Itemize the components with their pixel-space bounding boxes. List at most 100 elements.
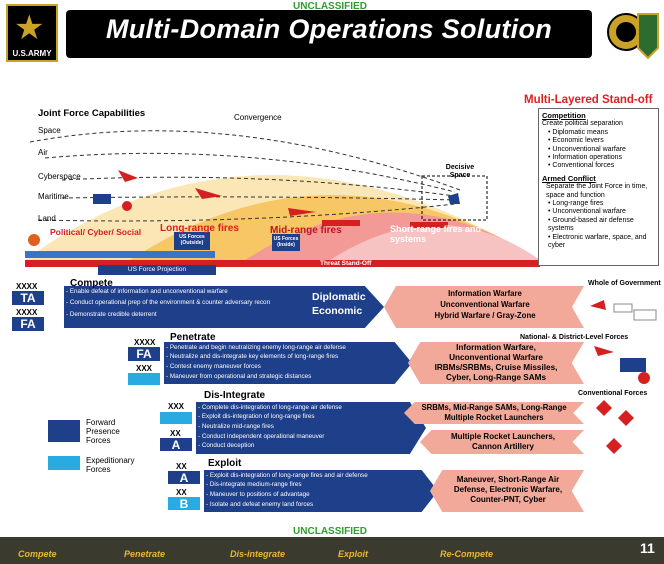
- disintegrate-bullet-5: - Conduct deception: [198, 442, 255, 449]
- zone-mid-range: Mid-range fires: [270, 225, 342, 236]
- list-item: Electronic warfare, space, and cyber: [548, 234, 655, 251]
- us-forces-inside: US Forces (Inside): [273, 236, 299, 248]
- compete-bullet-3: - Demonstrate credible deterrent: [66, 311, 157, 318]
- footer-bar: [0, 537, 664, 564]
- penetrate-bullet-4: - Maneuver from operational and strategi…: [166, 373, 312, 380]
- exploit-threat-1: Maneuver, Short-Range Air: [456, 475, 560, 484]
- domain-cyberspace: Cyberspace: [38, 172, 81, 181]
- zone-short-range: Short-range fires and systems: [390, 224, 482, 244]
- us-force-projection: US Force Projection: [98, 265, 216, 275]
- exploit-echelon-2: XX: [176, 488, 187, 497]
- title-bar: [66, 10, 592, 58]
- disintegrate-echelon-2: XX: [170, 429, 181, 438]
- standoff-box: Competition Create political separation …: [538, 108, 659, 266]
- joint-force-title: Joint Force Capabilities: [38, 108, 146, 119]
- page-number: 11: [640, 540, 655, 556]
- exploit-unit-b: B: [168, 497, 200, 511]
- exploit-echelon-1: XX: [176, 462, 187, 471]
- list-item: Ground-based air defense systems: [548, 217, 655, 234]
- disintegrate-bullet-2: - Exploit dis-integration of long-range …: [198, 413, 315, 420]
- list-item: Economic levers: [548, 137, 655, 145]
- armed-conflict-intro: Separate the Joint Force in time, space …: [546, 183, 648, 199]
- disintegrate-title: Dis-Integrate: [204, 390, 266, 401]
- national-district-forces: National- & District-Level Forces: [520, 334, 629, 341]
- disintegrate-threat-2a: Multiple Rocket Launchers,: [450, 432, 556, 441]
- list-item: Conventional forces: [548, 162, 655, 170]
- disintegrate-bullet-4: - Conduct independent operational maneuv…: [198, 433, 325, 440]
- enemy-forces-icons: [590, 300, 657, 454]
- whole-of-government: Whole of Government: [588, 280, 661, 287]
- disintegrate-unit-exped: [160, 412, 192, 424]
- penetrate-unit-exped: [128, 373, 160, 385]
- threat-standoff-label: Threat Stand-Off: [320, 260, 372, 267]
- exploit-threat-2: Defense, Electronic Warfare,: [453, 485, 563, 494]
- compete-unit-ta: TA: [12, 291, 44, 305]
- classification-bottom: UNCLASSIFIED: [260, 526, 400, 537]
- competition-heading: Competition: [542, 111, 586, 120]
- domain-land: Land: [38, 214, 56, 223]
- compete-bullet-1: - Enable defeat of information and uncon…: [66, 288, 228, 295]
- disintegrate-panel: [196, 402, 426, 454]
- compete-unit-fa: FA: [12, 317, 44, 331]
- army-logo: ★ U.S.ARMY: [6, 4, 58, 62]
- exploit-title: Exploit: [208, 458, 242, 469]
- armed-conflict-list: Long-range fires Unconventional warfare …: [542, 200, 655, 250]
- penetrate-threat-panel: [408, 342, 584, 384]
- multi-layered-title: Multi-Layered Stand-off: [524, 94, 653, 106]
- list-item: Unconventional warfare: [548, 208, 655, 216]
- zone-long-range: Long-range fires: [160, 223, 239, 234]
- conventional-forces: Conventional Forces: [578, 390, 648, 397]
- legend-exped-label: Expeditionary Forces: [86, 456, 135, 474]
- exploit-panel: [204, 470, 438, 512]
- penetrate-unit-fa: FA: [128, 347, 160, 361]
- compete-economic: Economic: [312, 305, 363, 317]
- exploit-threat-panel: [430, 470, 584, 512]
- us-forces-outside: US Forces (Outside): [179, 234, 205, 246]
- compete-diplomatic: Diplomatic: [312, 291, 366, 303]
- footer-label-disintegrate: Dis-integrate: [230, 549, 286, 559]
- list-item: Long-range fires: [548, 200, 655, 208]
- exploit-unit-a: A: [168, 471, 200, 485]
- compete-title: Compete: [70, 278, 113, 289]
- star-icon: ★: [14, 9, 45, 47]
- disintegrate-echelon-1: XXX: [168, 402, 185, 411]
- domain-air: Air: [38, 148, 48, 157]
- penetrate-echelon-2: XXX: [136, 364, 153, 373]
- list-item: Information operations: [548, 154, 655, 162]
- penetrate-bullet-2: - Neutralize and dis-integrate key eleme…: [166, 353, 339, 360]
- compete-threat-panel: [384, 286, 584, 328]
- footer-label-recompete: Re-Compete: [440, 549, 494, 559]
- disintegrate-threat-panel-2: [420, 430, 584, 454]
- compete-echelon-2: XXXX: [16, 308, 38, 317]
- penetrate-threat-3: IRBMs/SRBMs, Cruise Missiles,: [434, 363, 558, 372]
- classification-top: UNCLASSIFIED: [293, 1, 367, 12]
- penetrate-bullet-1: - Penetrate and begin neutralizing enemy…: [166, 344, 346, 351]
- disintegrate-threat-panel-1: [404, 402, 584, 424]
- penetrate-threat-4: Cyber, Long-Range SAMs: [445, 373, 547, 382]
- footer-label-compete: Compete: [18, 549, 57, 559]
- disintegrate-bullet-1: - Complete dis-integration of long-range…: [198, 404, 342, 411]
- exploit-bullet-2: - Dis-integrate medium-range fires: [206, 481, 302, 488]
- penetrate-panel: [164, 342, 412, 384]
- compete-threat-1: Information Warfare: [448, 289, 522, 298]
- compete-panel: [64, 286, 384, 328]
- army-logo-text: U.S.ARMY: [12, 49, 52, 58]
- convergence-label: Convergence: [234, 113, 282, 122]
- penetrate-title: Penetrate: [170, 332, 216, 343]
- domain-space: Space: [38, 126, 61, 135]
- compete-echelon-1: XXXX: [16, 282, 38, 291]
- legend-forward-swatch: [48, 420, 80, 442]
- penetrate-echelon-1: XXXX: [134, 338, 156, 347]
- disintegrate-threat-1a: SRBMs, Mid-Range SAMs, Long-Range: [421, 403, 567, 412]
- compete-bullet-2: - Conduct operational prep of the enviro…: [66, 299, 271, 306]
- disintegrate-bullet-3: - Neutralize mid-range fires: [198, 423, 274, 430]
- competition-intro: Create political separation: [542, 120, 623, 128]
- competition-list: Diplomatic means Economic levers Unconve…: [542, 129, 655, 171]
- disintegrate-threat-2b: Cannon Artillery: [472, 442, 534, 451]
- armed-conflict-heading: Armed Conflict: [542, 173, 596, 183]
- penetrate-threat-2: Unconventional Warfare: [449, 353, 543, 362]
- exploit-bullet-3: - Maneuver to positions of advantage: [206, 491, 310, 498]
- penetrate-threat-1: Information Warfare,: [456, 343, 536, 352]
- penetrate-bullet-3: - Contest enemy maneuver forces: [166, 363, 261, 370]
- exploit-bullet-1: - Exploit dis-integration of long-range …: [206, 472, 368, 479]
